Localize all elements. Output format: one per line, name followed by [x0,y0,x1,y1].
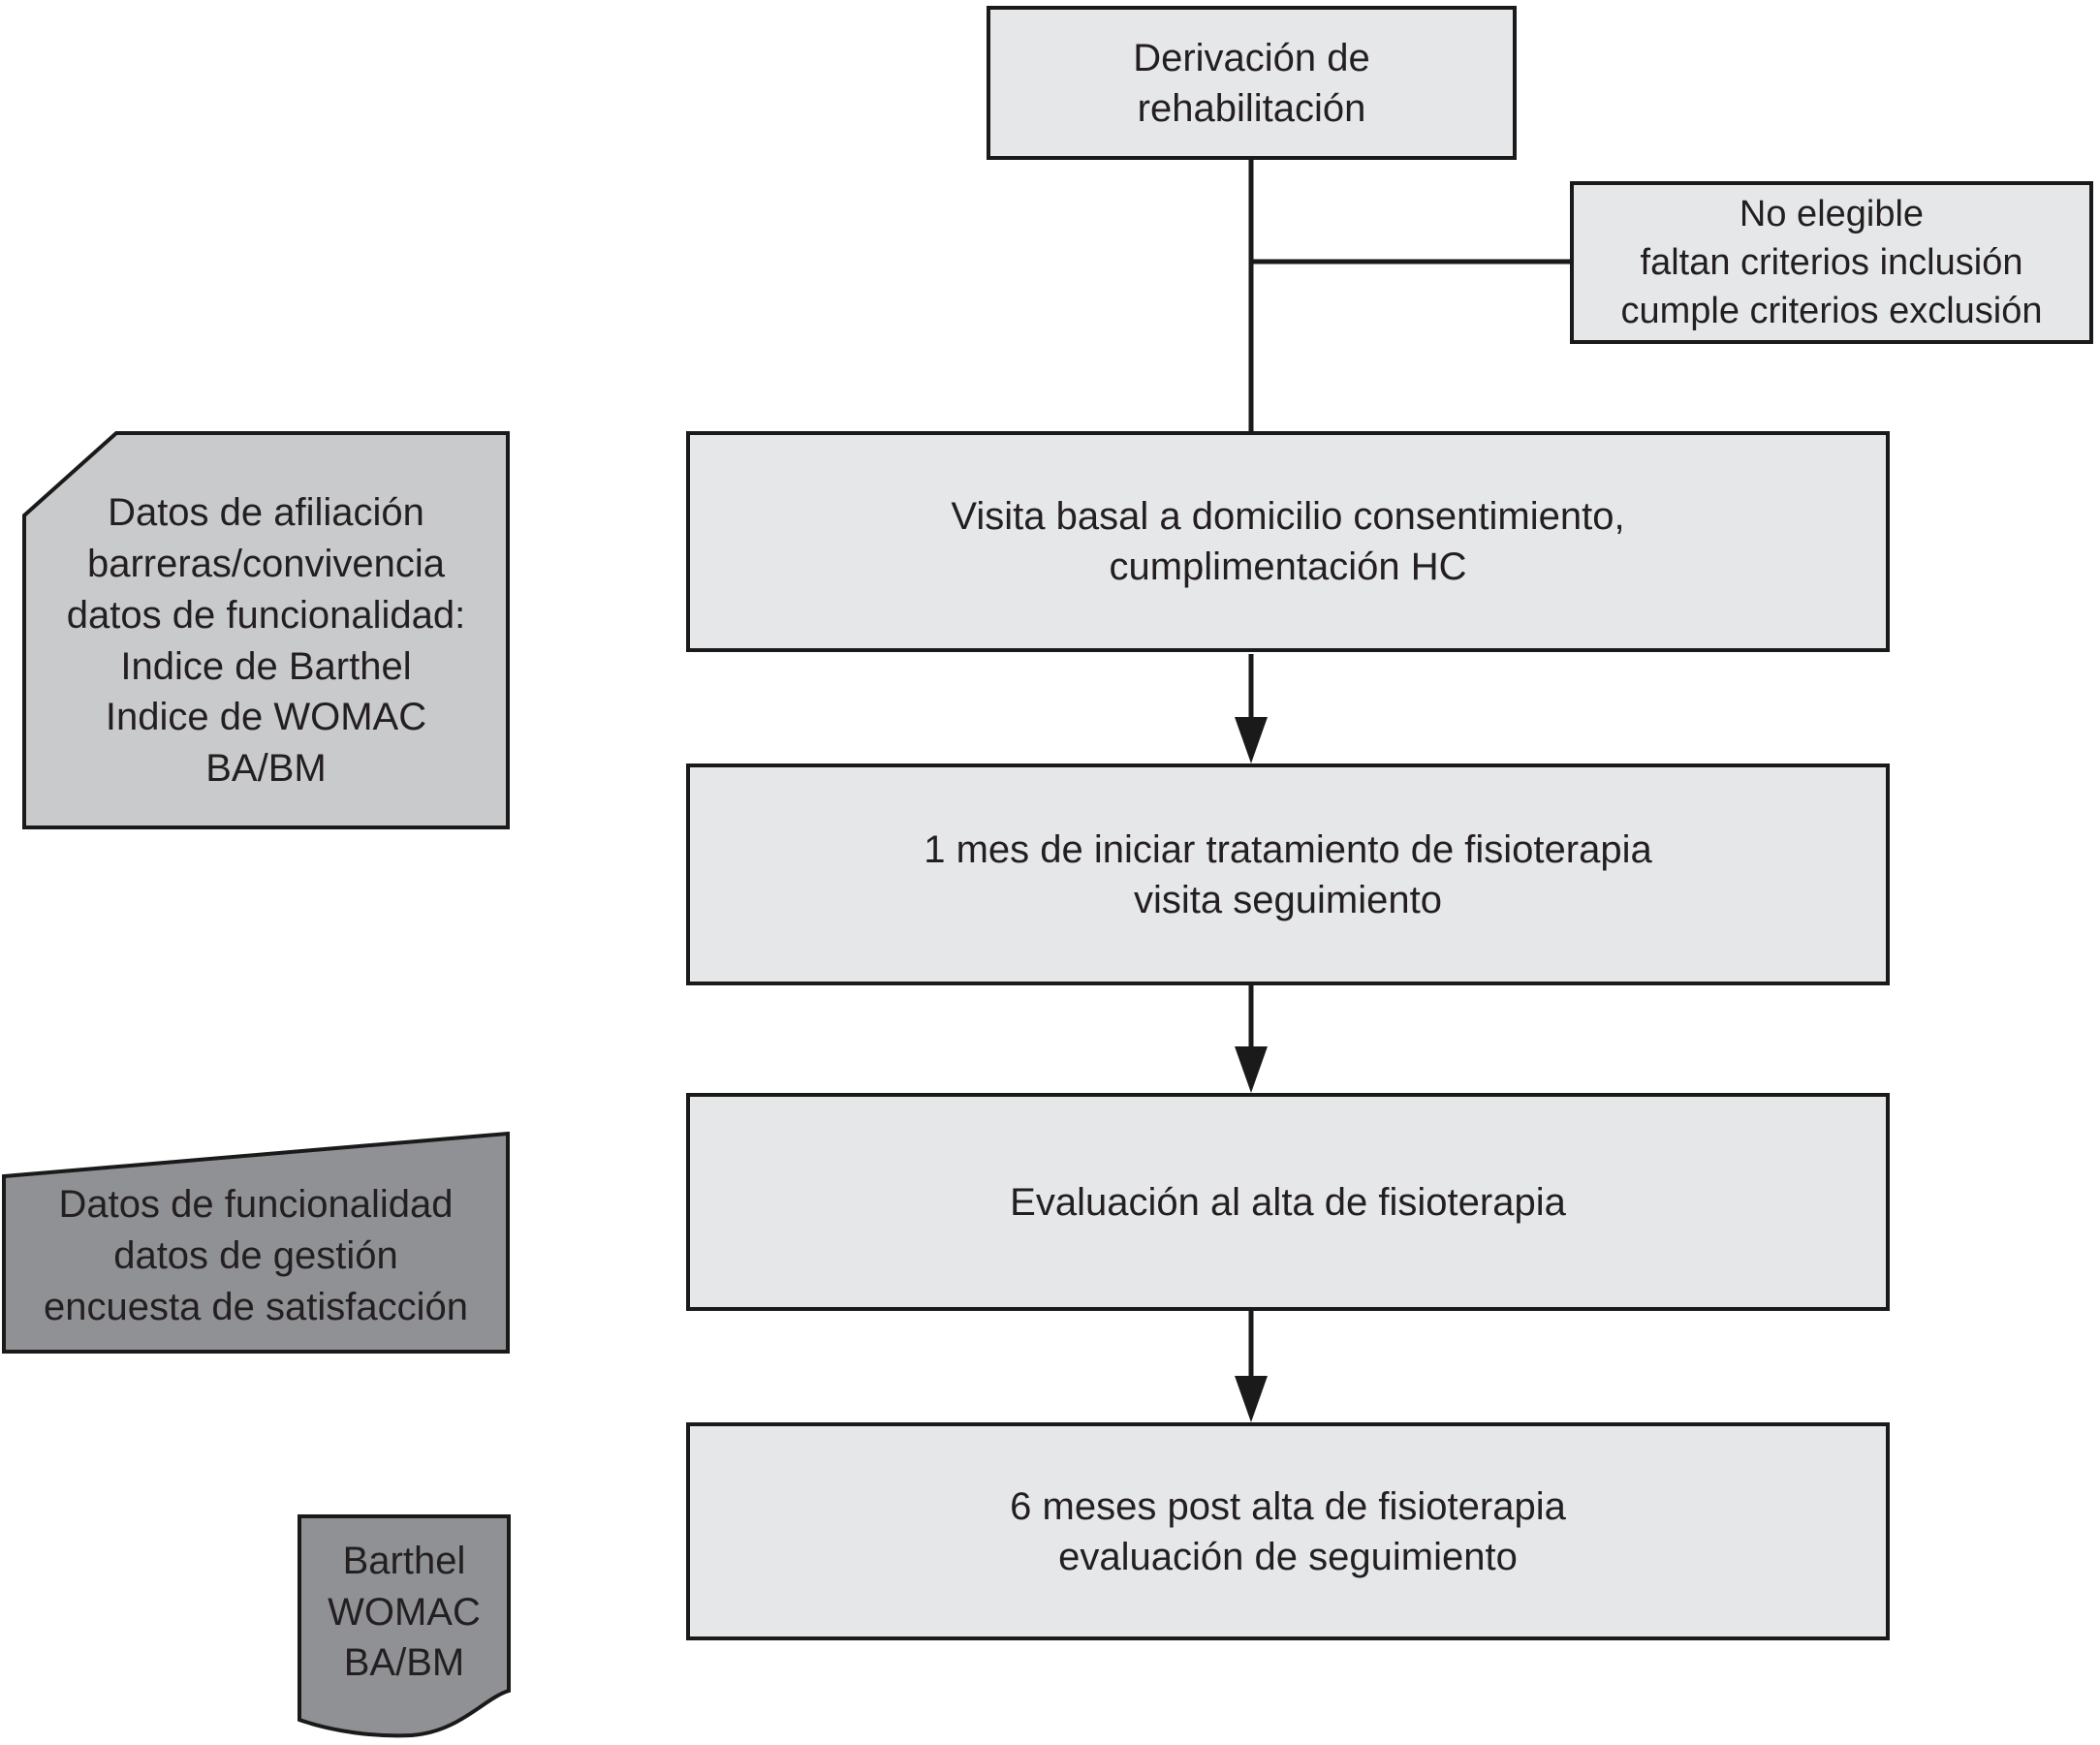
note-barthel-womac: Barthel WOMAC BA/BM [298,1514,511,1739]
box-visita-basal: Visita basal a domicilio consentimiento,… [686,431,1890,652]
note-barthel-womac-label: Barthel WOMAC BA/BM [328,1539,481,1685]
note-datos-afiliacion-label: Datos de afiliación barreras/convivencia… [66,491,466,791]
arrowhead-step2 [1235,717,1268,763]
note-datos-funcionalidad: Datos de funcionalidad datos de gestión … [2,1132,510,1354]
box-1-mes-seguimiento-label: 1 mes de iniciar tratamiento de fisioter… [924,827,1652,921]
note-datos-funcionalidad-shape [2,1132,510,1354]
note-datos-afiliacion-shape [22,431,510,829]
box-6-meses-post-alta-label: 6 meses post alta de fisioterapia evalua… [1010,1484,1566,1578]
box-no-elegible-label: No elegible faltan criterios inclusión c… [1620,193,2043,332]
note-datos-afiliacion: Datos de afiliación barreras/convivencia… [22,431,510,829]
box-6-meses-post-alta: 6 meses post alta de fisioterapia evalua… [686,1422,1890,1640]
box-derivacion-rehabilitacion: Derivación de rehabilitación [987,6,1517,160]
box-evaluacion-alta-label: Evaluación al alta de fisioterapia [1010,1180,1566,1224]
box-evaluacion-alta: Evaluación al alta de fisioterapia [686,1093,1890,1311]
box-derivacion-label: Derivación de rehabilitación [1133,36,1370,130]
note-datos-funcionalidad-label: Datos de funcionalidad datos de gestión … [43,1183,469,1328]
arrowhead-step4 [1235,1376,1268,1422]
arrowhead-step3 [1235,1046,1268,1093]
box-1-mes-seguimiento: 1 mes de iniciar tratamiento de fisioter… [686,763,1890,985]
box-no-elegible: No elegible faltan criterios inclusión c… [1570,181,2093,344]
box-visita-basal-label: Visita basal a domicilio consentimiento,… [951,495,1625,588]
note-barthel-womac-shape [298,1514,511,1738]
